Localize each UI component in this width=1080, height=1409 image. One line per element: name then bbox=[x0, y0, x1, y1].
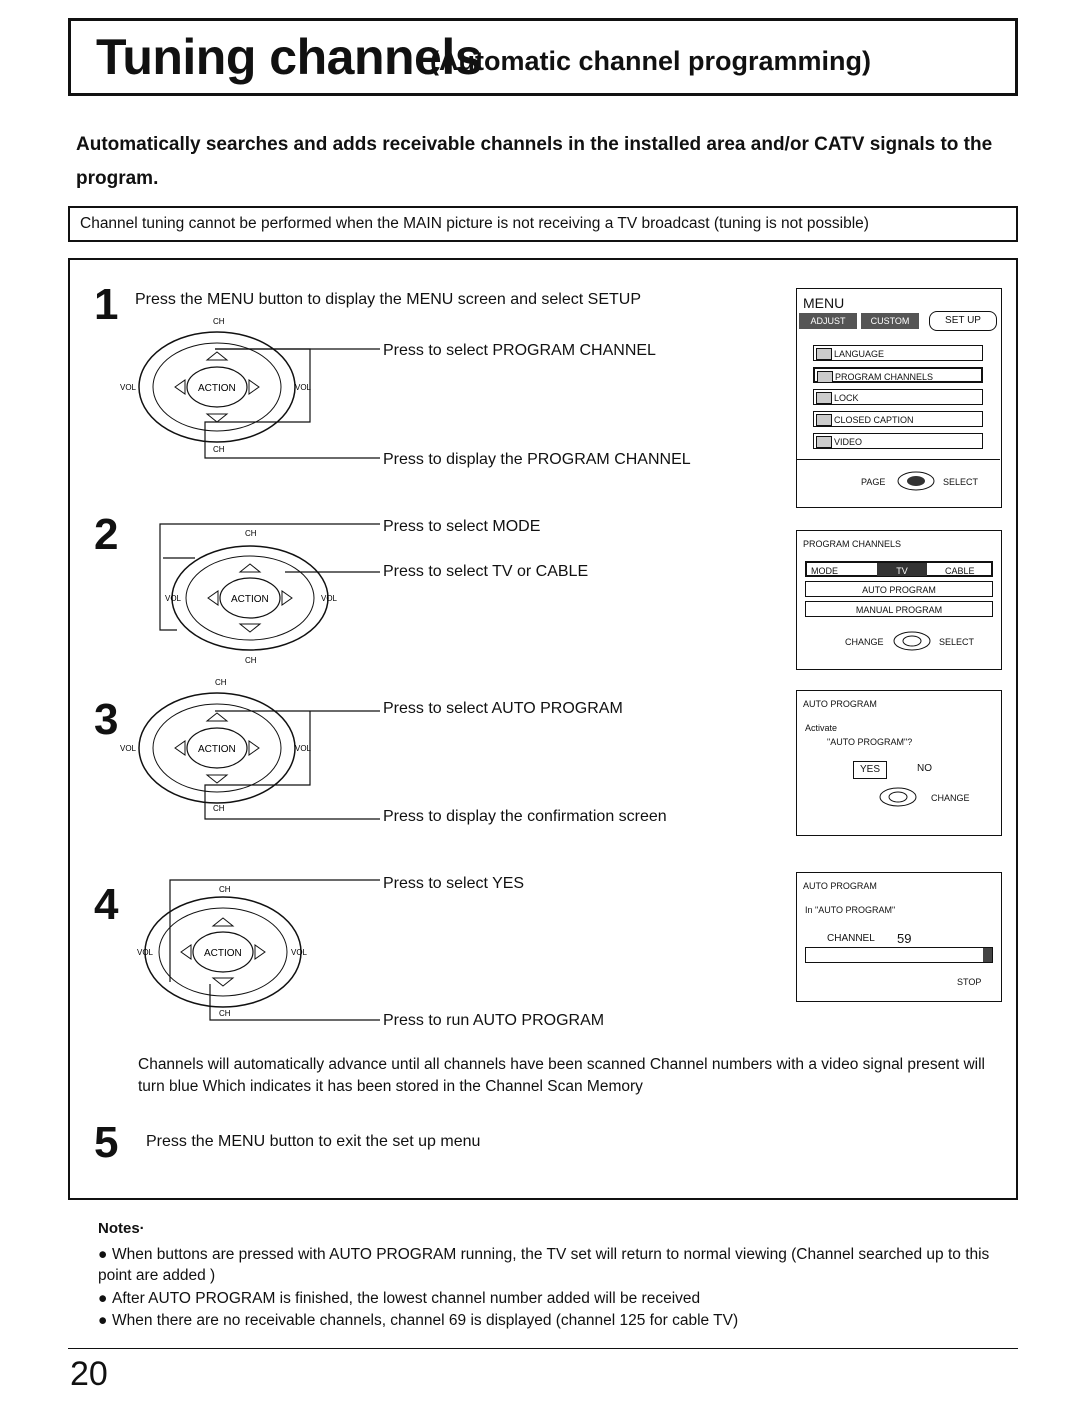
remote-pad-icon bbox=[893, 631, 931, 651]
steps-box bbox=[68, 258, 1018, 1200]
remote-dpad-4: CH ACTION VOL VOL CH bbox=[137, 879, 380, 1021]
note-item: ●When buttons are pressed with AUTO PROG… bbox=[98, 1246, 990, 1284]
svg-text:VOL: VOL bbox=[120, 744, 137, 753]
yes-button[interactable]: YES bbox=[853, 761, 887, 779]
step-label: Press to select AUTO PROGRAM bbox=[383, 700, 623, 717]
auto-program-running-screen: AUTO PROGRAM In "AUTO PROGRAM" CHANNEL 5… bbox=[796, 872, 1002, 1002]
auto-program-confirm-screen: AUTO PROGRAM Activate "AUTO PROGRAM"? YE… bbox=[796, 690, 1002, 836]
running-title: AUTO PROGRAM bbox=[803, 881, 877, 891]
svg-text:VOL: VOL bbox=[295, 744, 312, 753]
running-line1: In "AUTO PROGRAM" bbox=[805, 905, 896, 915]
step-label: Press to display the confirmation screen bbox=[383, 808, 667, 825]
remote-pad-icon bbox=[897, 471, 935, 491]
step-number: 2 bbox=[94, 510, 119, 559]
footer-change: CHANGE bbox=[931, 793, 970, 803]
menu-item-program-channels[interactable]: PROGRAM CHANNELS bbox=[813, 367, 983, 383]
remote-pad-icon bbox=[879, 787, 917, 807]
footer-change: CHANGE bbox=[845, 637, 884, 647]
stop-label: STOP bbox=[957, 977, 982, 987]
svg-text:VOL: VOL bbox=[295, 383, 312, 392]
svg-text:VOL: VOL bbox=[321, 594, 338, 603]
step-label: Press to select PROGRAM CHANNEL bbox=[383, 342, 656, 359]
menu-item-video[interactable]: VIDEO bbox=[813, 433, 983, 449]
step-number: 5 bbox=[94, 1118, 119, 1167]
svg-text:CH: CH bbox=[215, 678, 227, 687]
menu-item-lock[interactable]: LOCK bbox=[813, 389, 983, 405]
step-number: 1 bbox=[94, 280, 119, 329]
mode-option-cable[interactable]: CABLE bbox=[945, 566, 975, 576]
svg-text:ACTION: ACTION bbox=[198, 383, 236, 394]
channel-label: CHANNEL bbox=[827, 933, 875, 944]
cc-icon bbox=[816, 414, 832, 426]
step-label: Press to select MODE bbox=[383, 518, 541, 535]
svg-text:VOL: VOL bbox=[165, 594, 182, 603]
notes-title: Notes· bbox=[98, 1220, 145, 1237]
page-subtitle: (Automatic channel programming) bbox=[430, 46, 872, 76]
svg-text:ACTION: ACTION bbox=[198, 744, 236, 755]
tab-adjust[interactable]: ADJUST bbox=[799, 313, 857, 329]
manual-program-item[interactable]: MANUAL PROGRAM bbox=[805, 601, 993, 617]
title-box bbox=[68, 18, 1018, 96]
mode-option-tv[interactable]: TV bbox=[877, 563, 927, 576]
video-icon bbox=[816, 436, 832, 448]
footer-rule bbox=[68, 1348, 1018, 1349]
svg-text:VOL: VOL bbox=[291, 948, 308, 957]
remote-dpad-1: CH ACTION VOL VOL CH bbox=[120, 317, 380, 459]
svg-text:ACTION: ACTION bbox=[231, 594, 269, 605]
menu-screen: MENU ADJUST CUSTOM SET UP LANGUAGE PROGR… bbox=[796, 288, 1002, 508]
channel-value: 59 bbox=[897, 931, 912, 946]
scan-progress-bar bbox=[805, 947, 993, 963]
step-text: Press the MENU button to display the MEN… bbox=[135, 291, 641, 308]
menu-footer-page: PAGE bbox=[861, 477, 886, 487]
confirm-title: AUTO PROGRAM bbox=[803, 699, 877, 709]
svg-text:VOL: VOL bbox=[137, 948, 154, 957]
step-number: 3 bbox=[94, 695, 119, 744]
menu-item-closed-caption[interactable]: CLOSED CAPTION bbox=[813, 411, 983, 427]
language-icon bbox=[816, 348, 832, 360]
program-channels-screen: PROGRAM CHANNELS MODE TV CABLE AUTO PROG… bbox=[796, 530, 1002, 670]
confirm-line1: Activate bbox=[805, 723, 838, 733]
svg-text:CH: CH bbox=[213, 317, 225, 326]
step-label: Press to select TV or CABLE bbox=[383, 563, 589, 580]
tab-custom[interactable]: CUSTOM bbox=[861, 313, 919, 329]
remote-dpad-2: CH ACTION VOL VOL CH bbox=[159, 523, 380, 665]
svg-text:CH: CH bbox=[219, 1009, 231, 1018]
svg-text:CH: CH bbox=[213, 804, 225, 813]
lock-icon bbox=[816, 392, 832, 404]
note-item: ●After AUTO PROGRAM is finished, the low… bbox=[98, 1290, 701, 1307]
svg-text:VOL: VOL bbox=[120, 383, 137, 392]
caution-box: Channel tuning cannot be performed when … bbox=[68, 206, 1018, 242]
remote-dpad-3: CH ACTION VOL VOL CH bbox=[120, 678, 380, 820]
menu-title: MENU bbox=[803, 295, 845, 311]
menu-footer-select: SELECT bbox=[943, 477, 979, 487]
step-text: Press the MENU button to exit the set up… bbox=[146, 1133, 481, 1150]
confirm-line2: "AUTO PROGRAM"? bbox=[827, 737, 913, 747]
program-channels-icon bbox=[817, 371, 833, 383]
page-number: 20 bbox=[70, 1355, 108, 1393]
intro-text: Automatically searches and adds receivab… bbox=[76, 134, 993, 189]
footer-select: SELECT bbox=[939, 637, 975, 647]
svg-text:CH: CH bbox=[213, 445, 225, 454]
step-label: Press to display the PROGRAM CHANNEL bbox=[383, 451, 691, 468]
step-label: Press to select YES bbox=[383, 875, 525, 892]
program-channels-title: PROGRAM CHANNELS bbox=[803, 539, 902, 549]
svg-text:ACTION: ACTION bbox=[204, 948, 242, 959]
auto-program-item[interactable]: AUTO PROGRAM bbox=[805, 581, 993, 597]
svg-text:CH: CH bbox=[245, 529, 257, 538]
scan-progress-fill bbox=[982, 948, 992, 962]
note-item: ●When there are no receivable channels, … bbox=[98, 1312, 739, 1329]
svg-text:CH: CH bbox=[245, 656, 257, 665]
svg-text:CH: CH bbox=[219, 885, 231, 894]
step-number: 4 bbox=[94, 880, 119, 929]
page-title: Tuning channels bbox=[96, 29, 483, 85]
step-label: Press to run AUTO PROGRAM bbox=[383, 1012, 605, 1029]
mode-row[interactable]: MODE TV CABLE bbox=[805, 561, 993, 577]
no-button[interactable]: NO bbox=[917, 763, 932, 774]
tab-setup[interactable]: SET UP bbox=[929, 311, 997, 331]
step4-note: Channels will automatically advance unti… bbox=[138, 1056, 985, 1095]
menu-item-language[interactable]: LANGUAGE bbox=[813, 345, 983, 361]
